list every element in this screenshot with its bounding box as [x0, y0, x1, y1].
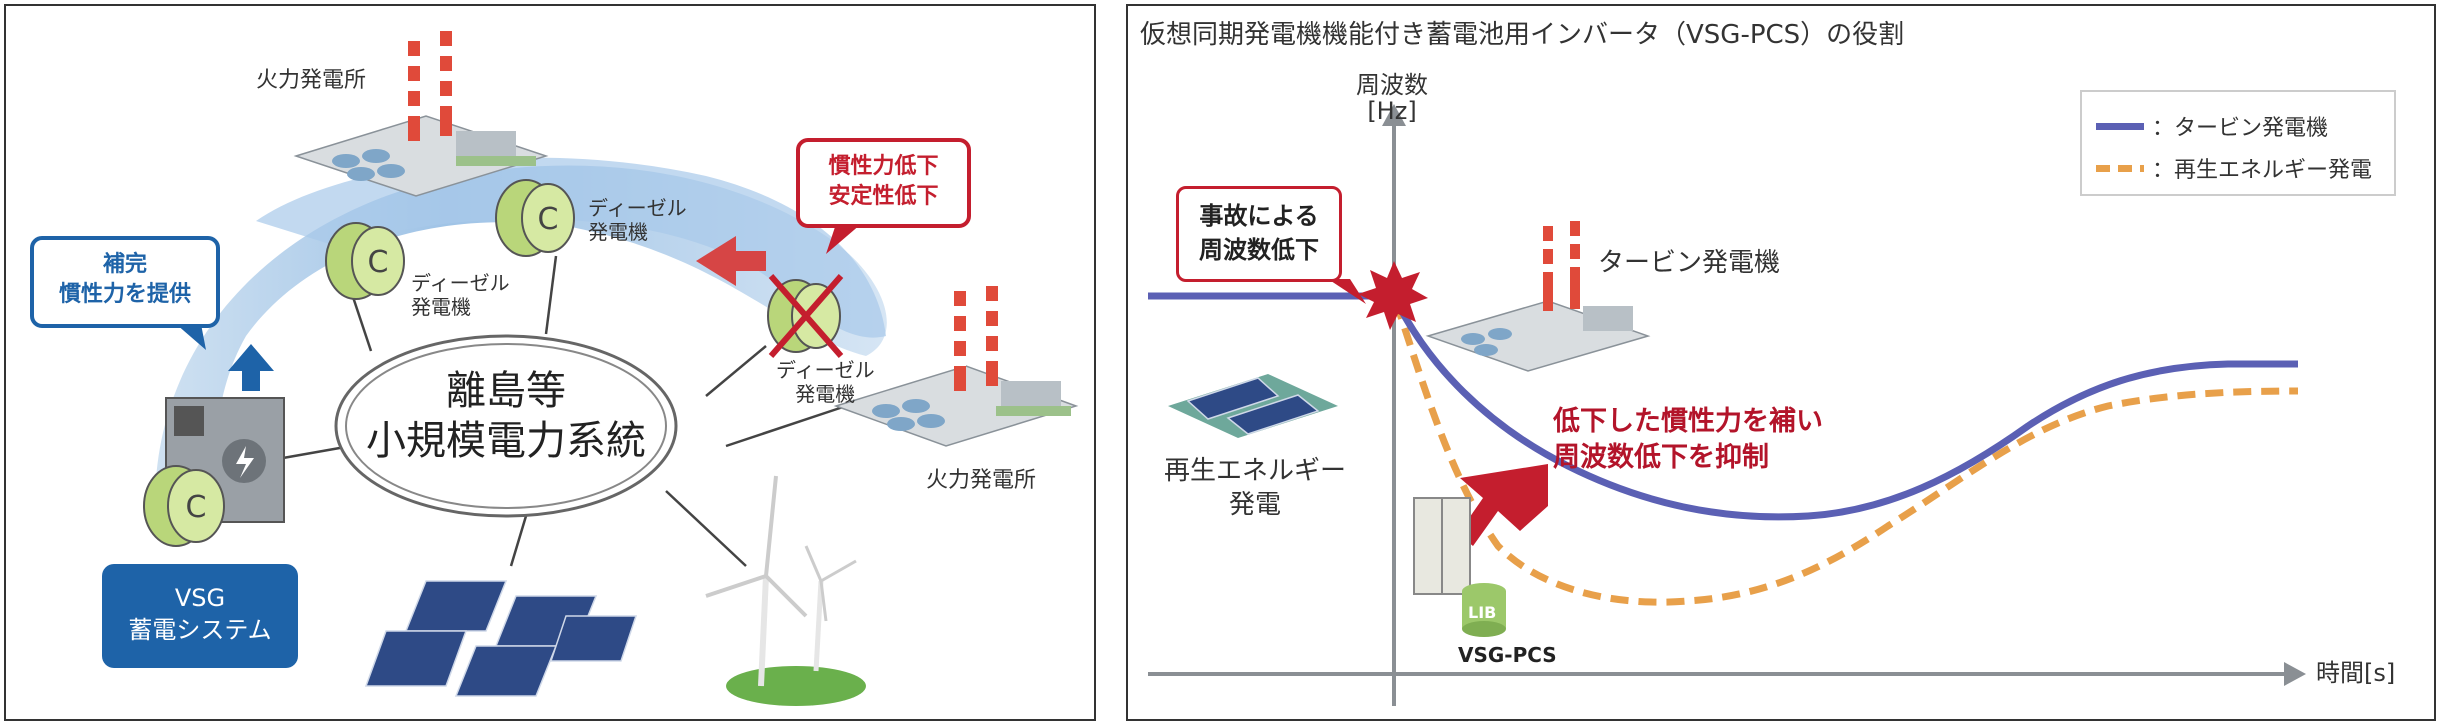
renewable-label: 再生エネルギー 発電	[1164, 454, 1346, 522]
lib-label: LIB	[1468, 603, 1497, 622]
callout-red-line1: 慣性力低下	[828, 154, 939, 179]
vsg-line1: VSG	[174, 584, 226, 612]
svg-text:C: C	[538, 202, 559, 237]
diesel-b-label: ディーゼル 発電機	[588, 196, 687, 244]
diesel-generator-a-icon: C	[325, 222, 405, 300]
panel-title: 仮想同期発電機機能付き蓄電池用インバータ（VSG-PCS）の役割	[1140, 20, 1905, 50]
legend: ：タービン発電機 ：再生エネルギー発電	[2080, 90, 2396, 196]
thermal-plant-right-icon	[833, 286, 1079, 447]
left-panel: C C C	[4, 4, 1096, 721]
effect-line2: 周波数低下を抑制	[1553, 442, 1769, 473]
right-panel: 仮想同期発電機機能付き蓄電池用インバータ（VSG-PCS）の役割	[1126, 4, 2436, 721]
diesel-generator-b-icon: C	[495, 179, 575, 257]
diesel-a-line2: 発電機	[411, 295, 471, 319]
callout-blue-line1: 補完	[102, 252, 147, 277]
diesel-a-label: ディーゼル 発電機	[411, 271, 510, 319]
solar-panels-icon	[364, 580, 638, 697]
y-axis-arrowhead	[1382, 104, 1406, 126]
callout-inertia-decrease: 慣性力低下 安定性低下	[796, 138, 971, 228]
vsg-line2: 蓄電システム	[128, 616, 272, 644]
red-diagonal-arrow-icon	[1458, 464, 1548, 546]
effect-line1: 低下した慣性力を補い	[1553, 406, 1823, 437]
system-ring-outer	[334, 334, 678, 518]
thermal-plant-right-label: 火力発電所	[926, 468, 1037, 493]
renewable-line1: 再生エネルギー	[1164, 456, 1347, 486]
blue-up-arrow-icon	[228, 344, 274, 391]
diesel-c-line2: 発電機	[795, 382, 856, 406]
accident-callout-tail	[1328, 279, 1366, 304]
callout-blue-line2: 慣性力を提供	[58, 282, 191, 307]
renewable-line2: 発電	[1229, 490, 1282, 520]
y-axis-label: 周波数 [Hz]	[1356, 72, 1428, 124]
ring-line2: 小規模電力系統	[366, 418, 646, 464]
vsg-pcs-cabinet-icon	[1413, 497, 1506, 637]
y-axis-line2: [Hz]	[1367, 97, 1417, 125]
system-ring-inner	[345, 343, 667, 509]
red-left-arrow-icon	[696, 236, 766, 286]
renewable-solar-icon	[1168, 374, 1338, 438]
turbine-label: タービン発電機	[1598, 248, 1781, 278]
legend-turbine-swatch	[2096, 122, 2144, 130]
legend-renewable-text: ：再生エネルギー発電	[2152, 158, 2373, 183]
diesel-c-line1: ディーゼル	[776, 358, 875, 382]
turbine-frequency-curve	[1148, 292, 2298, 521]
callout-red-line2: 安定性低下	[828, 184, 939, 209]
system-diagram: C C C	[143, 31, 1079, 706]
legend-turbine: ：タービン発電機	[2096, 110, 2328, 142]
svg-text:C: C	[186, 490, 207, 525]
thermal-plant-top-icon	[293, 31, 549, 197]
thermal-plant-top-label: 火力発電所	[256, 68, 367, 93]
effect-text: 低下した慣性力を補い 周波数低下を抑制	[1553, 404, 1823, 476]
turbine-plant-icon	[1425, 221, 1651, 372]
legend-renewable-swatch	[2096, 164, 2144, 172]
accident-line2: 周波数低下	[1199, 236, 1319, 264]
vsg-storage-unit-icon: C	[143, 397, 285, 547]
accident-line1: 事故による	[1199, 202, 1319, 230]
system-ring-label: 離島等 小規模電力系統	[336, 366, 676, 466]
frequency-graph	[1148, 104, 2306, 706]
diesel-b-line2: 発電機	[588, 220, 648, 244]
renewable-frequency-curve	[1148, 292, 2299, 606]
diesel-a-line1: ディーゼル	[411, 271, 510, 295]
x-axis-arrowhead	[2284, 662, 2306, 686]
legend-renewable: ：再生エネルギー発電	[2096, 152, 2372, 184]
callout-inertia-provide: 補完 慣性力を提供	[30, 236, 220, 328]
callout-red-tail	[826, 224, 861, 254]
ring-line1: 離島等	[446, 368, 566, 414]
blue-band-upper	[256, 157, 886, 338]
accident-callout: 事故による 周波数低下	[1176, 186, 1342, 282]
callout-blue-tail	[176, 324, 206, 350]
diesel-generator-c-failed-icon	[767, 274, 844, 358]
vsg-pcs-label: VSG-PCS	[1458, 643, 1557, 667]
y-axis-line1: 周波数	[1356, 71, 1428, 99]
diesel-b-line1: ディーゼル	[588, 196, 687, 220]
diesel-c-label: ディーゼル 発電機	[776, 358, 875, 406]
accident-burst-icon	[1358, 261, 1428, 330]
vsg-storage-label-box: VSG 蓄電システム	[102, 564, 298, 668]
svg-text:C: C	[368, 245, 389, 280]
wind-turbines-icon	[705, 475, 866, 706]
legend-turbine-text: ：タービン発電機	[2152, 116, 2329, 141]
x-axis-label: 時間[s]	[2316, 659, 2396, 687]
